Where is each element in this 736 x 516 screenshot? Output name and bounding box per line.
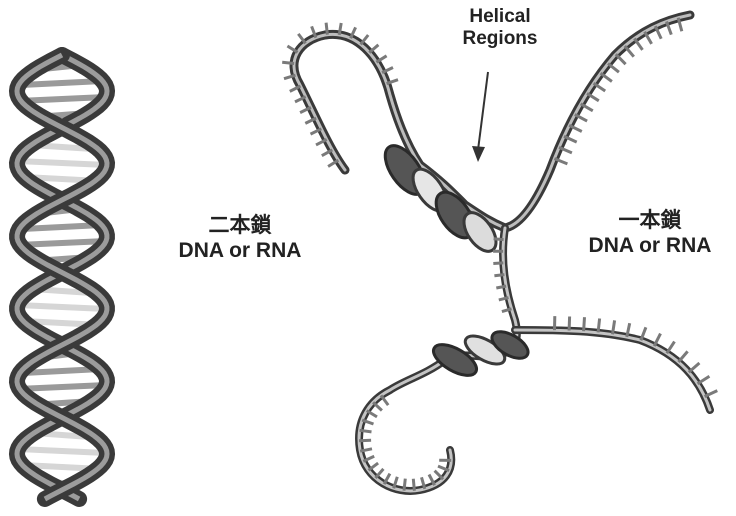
lower-right-tail (515, 330, 710, 410)
base-pair (18, 385, 107, 389)
base-tick (689, 363, 700, 372)
helical-regions-label-line2: Regions (410, 28, 590, 50)
base-tick (404, 479, 405, 491)
base-pair (18, 449, 106, 453)
base-tick (496, 286, 506, 288)
base-pair (17, 161, 106, 165)
helical-regions-arrow (472, 72, 488, 162)
base-tick (584, 317, 585, 331)
base-tick (494, 239, 504, 240)
single-strand-label-line2: DNA or RNA (560, 234, 736, 259)
double-strand-label-line2: DNA or RNA (150, 239, 330, 264)
lower-right-tail-highlight (515, 330, 710, 410)
single-strand-label-line1: 一本鎖 (560, 209, 736, 234)
helical-regions-label: Helical Regions (410, 6, 590, 51)
base-tick (494, 275, 504, 276)
helical-regions-label-line1: Helical (410, 6, 590, 28)
base-pair (18, 241, 106, 245)
base-tick (598, 319, 600, 333)
base-tick (413, 479, 414, 491)
single-strand-label: 一本鎖 DNA or RNA (560, 209, 736, 259)
base-tick (326, 23, 327, 35)
base-pair (22, 225, 102, 229)
base-tick (493, 263, 503, 264)
double-helix-illustration (17, 55, 107, 499)
base-tick (679, 351, 688, 362)
base-tick (613, 320, 615, 334)
base-tick (339, 23, 341, 35)
base-tick (282, 62, 294, 63)
base-pair (21, 81, 102, 85)
base-tick (569, 317, 570, 331)
double-strand-label-line1: 二本鎖 (150, 214, 330, 239)
base-pair (18, 305, 107, 309)
double-strand-label: 二本鎖 DNA or RNA (150, 214, 330, 264)
base-tick (360, 430, 372, 432)
upper-helical-region (377, 139, 502, 257)
